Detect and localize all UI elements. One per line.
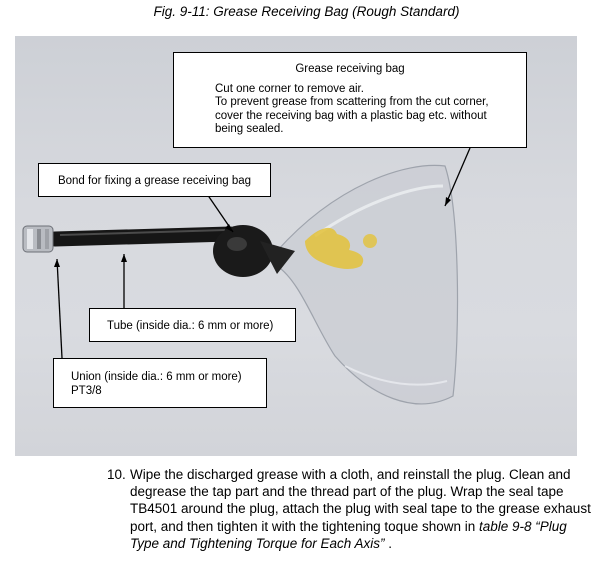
grease — [305, 227, 364, 269]
callout-bond-text: Bond for fixing a grease receiving bag — [57, 175, 252, 187]
bond — [213, 225, 273, 277]
procedure-step-10: 10. Wipe the discharged grease with a cl… — [107, 466, 597, 552]
tube — [47, 226, 238, 247]
union-fitting — [22, 225, 54, 253]
photo-illustration — [22, 147, 471, 405]
step-text: Wipe the discharged grease with a cloth,… — [130, 466, 597, 552]
callout-union: Union (inside dia.: 6 mm or more) PT3/8 — [53, 358, 267, 408]
callout-tube: Tube (inside dia.: 6 mm or more) — [89, 308, 296, 342]
figure-caption: Fig. 9-11: Grease Receiving Bag (Rough S… — [153, 4, 460, 19]
callout-grease-receiving-bag: Grease receiving bag Cut one corner to r… — [173, 52, 527, 148]
callout-bag-title: Grease receiving bag — [295, 63, 405, 75]
grease-receiving-bag — [276, 164, 459, 405]
table-reference-link[interactable]: table 9-8 “Plug Type and Tightening Torq… — [130, 518, 567, 551]
callout-union-line2: PT3/8 — [71, 384, 102, 397]
step-text-end: . — [388, 535, 393, 551]
callout-bond: Bond for fixing a grease receiving bag — [38, 163, 271, 197]
step-number: 10. — [107, 467, 126, 482]
callout-union-line1: Union (inside dia.: 6 mm or more) — [71, 371, 242, 383]
callout-bag-body: Cut one corner to remove air. To prevent… — [215, 82, 489, 136]
step-text-main: Wipe the discharged grease with a cloth,… — [130, 467, 591, 534]
callout-tube-text: Tube (inside dia.: 6 mm or more) — [107, 320, 274, 332]
